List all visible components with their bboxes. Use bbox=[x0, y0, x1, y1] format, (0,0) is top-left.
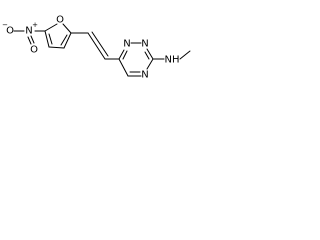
atom-amine-nh: NH bbox=[165, 55, 180, 66]
bond-triazine-c6-n1-inner bbox=[122, 50, 128, 60]
bond-furan-c2-c3-inner bbox=[60, 34, 68, 46]
bond-nitro-n-o-double-b bbox=[30, 35, 35, 44]
charge-minus: − bbox=[2, 21, 8, 29]
chemical-structure-diagram: O − N + O O N N N NH bbox=[2, 15, 191, 81]
atom-triazine-n2: N bbox=[141, 39, 148, 50]
bond-furan-c2-c3 bbox=[63, 32, 72, 49]
bond-vinyl-double-a bbox=[87, 32, 106, 60]
bond-triazine-c3-n4 bbox=[146, 58, 154, 70]
bond-nh-methyl bbox=[179, 50, 191, 60]
bond-triazine-n2-c3 bbox=[146, 48, 154, 60]
bond-furan-c4-c5-inner bbox=[48, 33, 53, 45]
bond-furan-o-c2 bbox=[62, 23, 72, 34]
atom-triazine-n4: N bbox=[141, 70, 148, 81]
bond-nitro-n-o-double-a bbox=[27, 36, 32, 45]
bond-triazine-c5-c6 bbox=[118, 58, 129, 77]
bond-triazine-n2-c3-inner bbox=[144, 51, 150, 60]
bond-furan-c5-o bbox=[44, 23, 58, 32]
bond-furan-c4-c5 bbox=[44, 30, 50, 48]
bonds bbox=[13, 23, 191, 77]
bond-triazine-c6-n1 bbox=[118, 49, 125, 60]
atom-nitro-o-bottom: O bbox=[30, 45, 38, 56]
charge-plus: + bbox=[32, 21, 38, 29]
atom-furan-o: O bbox=[56, 15, 64, 26]
atom-labels: O − N + O O N N N NH bbox=[2, 15, 179, 81]
atom-triazine-n1: N bbox=[123, 39, 130, 50]
atom-nitro-o-left: O bbox=[6, 26, 14, 37]
atom-nitro-n: N bbox=[25, 26, 32, 37]
bond-furan-c3-c4 bbox=[48, 46, 65, 49]
bond-vinyl-double-b bbox=[91, 31, 109, 57]
